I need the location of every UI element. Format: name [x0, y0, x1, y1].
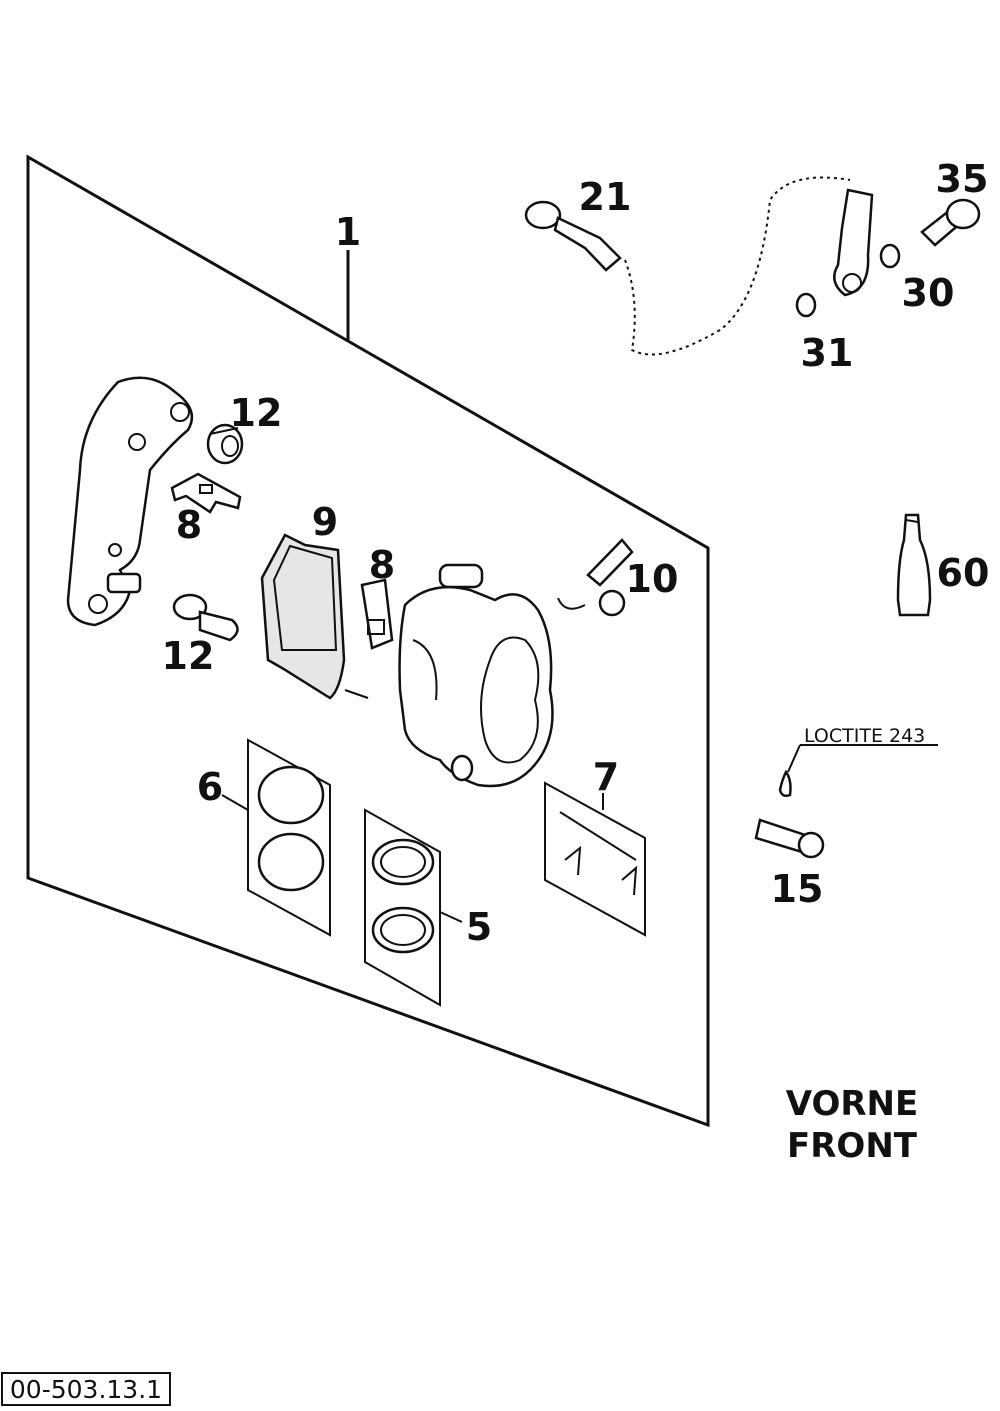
pin-kit: [544, 781, 646, 937]
loctite-bottle: [896, 513, 932, 617]
label-31: 31: [801, 331, 854, 375]
label-10: 10: [626, 557, 679, 601]
kit-panel: [26, 154, 710, 1128]
label-21: 21: [579, 175, 632, 219]
section-title-en: FRONT: [787, 1126, 918, 1166]
label-6: 6: [197, 765, 223, 809]
label-12-bottom: 12: [162, 634, 215, 678]
label-9: 9: [312, 500, 338, 544]
reference-box: [1, 1372, 171, 1406]
caliper-bolt: [754, 744, 938, 859]
reference-number: 00-503.13.1: [10, 1375, 162, 1404]
label-35: 35: [936, 157, 989, 201]
caliper-bracket: [66, 376, 194, 627]
pad-clip-top: [170, 472, 242, 514]
label-15: 15: [771, 867, 824, 911]
banjo-bolt: [920, 198, 981, 247]
label-8-left: 8: [176, 503, 202, 547]
piston-kit: [221, 738, 331, 937]
label-8-middle: 8: [369, 543, 395, 587]
bleeder-valve: [557, 538, 634, 617]
bushing-top: [206, 423, 244, 465]
seal-kit: [364, 808, 463, 1007]
caliper-housing: [398, 563, 554, 788]
washer-30: [879, 243, 901, 269]
label-7: 7: [593, 755, 619, 799]
brake-pad: [260, 533, 369, 700]
label-60: 60: [937, 551, 990, 595]
brake-line: [524, 176, 874, 356]
guide-pin-bottom: [172, 593, 239, 642]
label-5: 5: [466, 905, 492, 949]
section-title-de: VORNE: [786, 1084, 918, 1124]
loctite-note: LOCTITE 243: [804, 725, 925, 747]
pad-clip-middle: [360, 578, 394, 650]
label-30: 30: [902, 271, 955, 315]
label-1: 1: [335, 210, 361, 254]
label-12-top: 12: [230, 391, 283, 435]
washer-31: [795, 292, 817, 318]
